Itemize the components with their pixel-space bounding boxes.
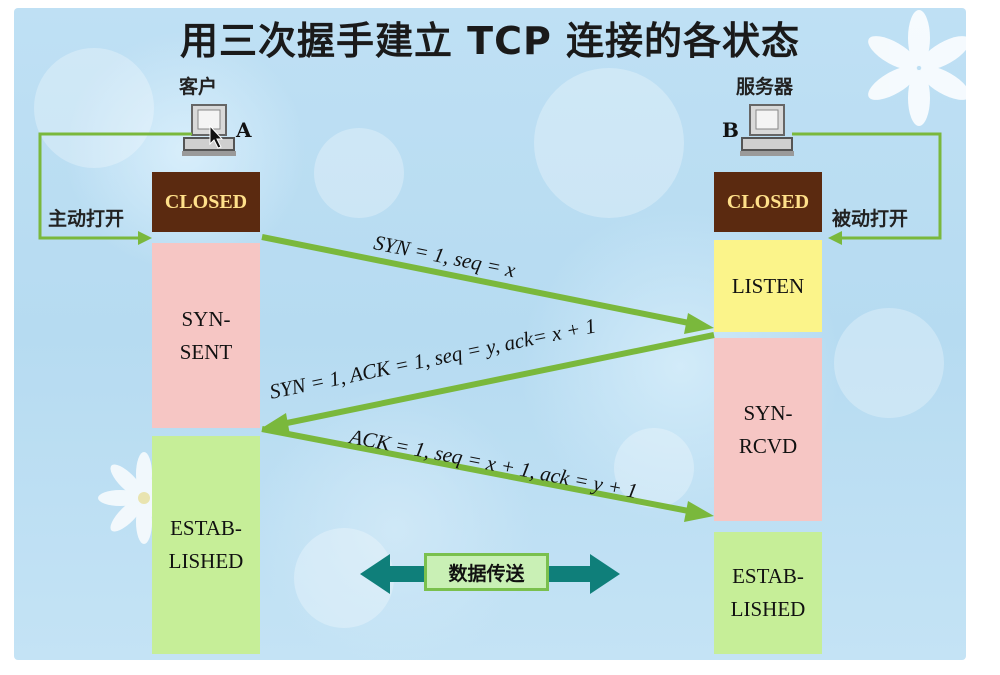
syn-arrow	[261, 234, 714, 334]
ack-arrow	[261, 426, 714, 522]
bokeh-decoration	[834, 308, 944, 418]
bokeh-decoration	[314, 128, 404, 218]
server-letter: B	[722, 118, 739, 142]
data-transfer-label: 数据传送	[424, 553, 549, 591]
server-computer-icon	[740, 104, 794, 156]
diagram-stage: 用三次握手建立 TCP 连接的各状态 客户 服务器 A B 主动打开 被动打开 …	[14, 8, 966, 660]
server-state-closed: CLOSED	[714, 172, 822, 232]
server-open-loop	[792, 132, 942, 240]
client-computer-icon	[182, 104, 236, 156]
handshake-arrows	[261, 234, 715, 594]
client-state-closed: CLOSED	[152, 172, 260, 232]
bokeh-decoration	[534, 68, 684, 218]
bokeh-decoration	[614, 428, 694, 508]
diagram-title: 用三次握手建立 TCP 连接的各状态	[179, 19, 801, 63]
server-state-established: ESTAB- LISHED	[714, 532, 822, 654]
server-state-listen: LISTEN	[714, 240, 822, 332]
client-letter: A	[236, 118, 252, 142]
server-state-syn-rcvd: SYN- RCVD	[714, 338, 822, 521]
client-open-loop	[38, 132, 192, 240]
active-open-label: 主动打开	[48, 208, 125, 230]
cursor-icon	[209, 124, 224, 149]
data-transfer-arrow	[360, 554, 620, 594]
client-label: 客户	[179, 76, 218, 98]
bokeh-decoration	[34, 48, 154, 168]
client-state-established: ESTAB- LISHED	[152, 436, 260, 654]
passive-open-label: 被动打开	[832, 208, 909, 230]
computer-icons	[38, 104, 942, 245]
client-state-syn-sent: SYN- SENT	[152, 243, 260, 428]
server-label: 服务器	[736, 76, 794, 98]
